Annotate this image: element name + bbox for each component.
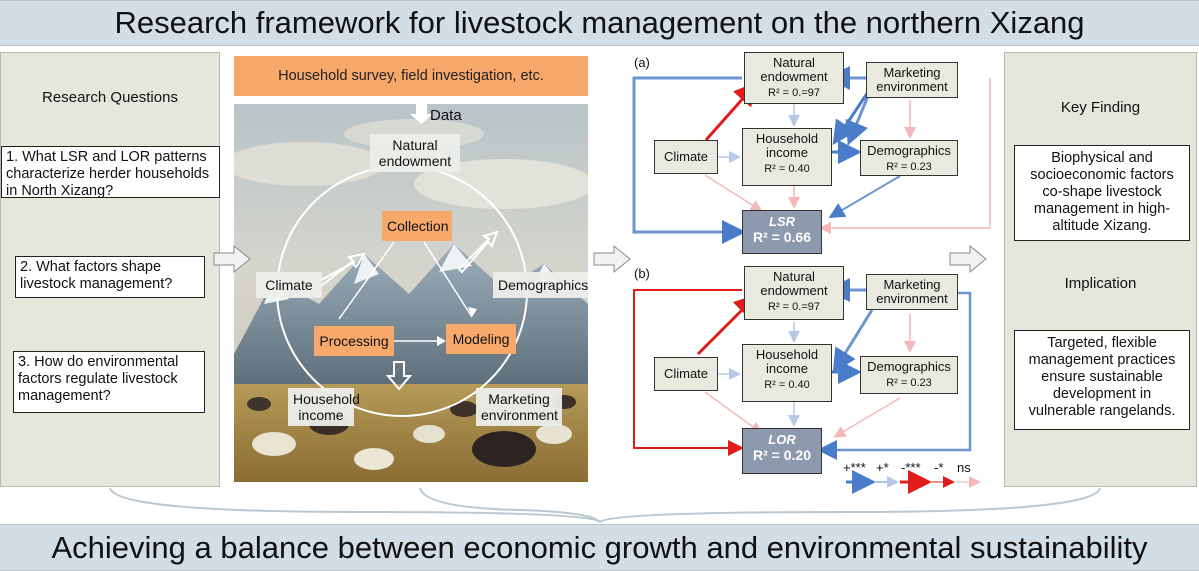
survey-bar: Household survey, field investigation, e…: [234, 56, 588, 96]
conclusion-banner: Achieving a balance between economic gro…: [0, 524, 1199, 571]
conclusion-text: Achieving a balance between economic gro…: [51, 529, 1148, 565]
key-finding-text: Biophysical and socioeconomic factors co…: [1014, 145, 1190, 241]
marketing-environment-name: Marketing environment: [876, 277, 948, 306]
legend-not-significant: ns: [957, 460, 971, 475]
demographics-name: Demographics: [867, 143, 951, 158]
framework-illustration: Data Natural endowment Collection Climat…: [234, 104, 588, 482]
lor-name: LOR: [768, 432, 796, 447]
climate-label: Climate: [256, 272, 322, 298]
node-demographics-b: Demographics R² = 0.23: [860, 356, 958, 394]
question-1: 1. What LSR and LOR patterns characteriz…: [1, 146, 220, 199]
question-2: 2. What factors shape livestock manageme…: [15, 256, 205, 298]
node-lsr: LSR R² = 0.66: [742, 210, 822, 254]
modeling-step: Modeling: [446, 324, 516, 354]
lor-r2: R² = 0.20: [753, 447, 811, 463]
household-income-name: Household income: [755, 347, 819, 376]
panel-a-label: (a): [634, 55, 650, 70]
legend-weak-positive: +*: [876, 460, 889, 475]
question-3: 3. How do environmental factors regulate…: [13, 351, 205, 413]
research-questions-panel: Research Questions 1. What LSR and LOR p…: [0, 52, 220, 487]
demographics-r2: R² = 0.23: [886, 161, 932, 173]
natural-endowment-label: Natural endowment: [370, 134, 460, 172]
node-household-income-a: Household income R² = 0.40: [742, 128, 832, 186]
collection-step: Collection: [382, 211, 452, 241]
household-income-name: Household income: [755, 131, 819, 160]
implication-text: Targeted, flexible management practices …: [1014, 330, 1190, 430]
node-lor: LOR R² = 0.20: [742, 428, 822, 474]
title-banner: Research framework for livestock managem…: [0, 0, 1199, 46]
climate-name: Climate: [663, 149, 709, 164]
implication-heading: Implication: [1064, 275, 1137, 292]
node-natural-endowment-a: Natural endowment R² = 0.=97: [744, 52, 844, 104]
household-income-r2: R² = 0.40: [764, 163, 810, 175]
natural-endowment-r2: R² = 0.=97: [768, 301, 820, 313]
lsr-name: LSR: [769, 214, 795, 229]
household-income-label: Household income: [288, 388, 360, 426]
natural-endowment-name: Natural endowment: [760, 55, 828, 84]
demographics-label: Demographics: [493, 272, 588, 298]
household-income-r2: R² = 0.40: [764, 379, 810, 391]
natural-endowment-name: Natural endowment: [760, 269, 828, 298]
marketing-environment-name: Marketing environment: [876, 65, 948, 94]
node-marketing-a: Marketing environment: [866, 62, 958, 98]
findings-panel: Key Finding Biophysical and socioeconomi…: [1004, 52, 1197, 487]
key-finding-heading: Key Finding: [1060, 99, 1141, 116]
climate-name: Climate: [663, 366, 709, 381]
lsr-r2: R² = 0.66: [753, 229, 811, 245]
natural-endowment-r2: R² = 0.=97: [768, 87, 820, 99]
demographics-r2: R² = 0.23: [886, 377, 932, 389]
node-demographics-a: Demographics R² = 0.23: [860, 140, 958, 176]
legend-weak-negative: -*: [934, 460, 944, 475]
survey-text: Household survey, field investigation, e…: [278, 68, 544, 84]
node-climate-a: Climate: [654, 140, 718, 174]
research-questions-heading: Research Questions: [42, 89, 178, 106]
legend-strong-positive: +***: [843, 460, 866, 475]
marketing-environment-label: Marketing environment: [476, 388, 562, 426]
panel-b-label: (b): [634, 266, 650, 281]
page-title: Research framework for livestock managem…: [114, 5, 1085, 40]
legend-strong-negative: -***: [901, 460, 921, 475]
node-natural-endowment-b: Natural endowment R² = 0.=97: [744, 266, 844, 320]
demographics-name: Demographics: [867, 359, 951, 374]
node-household-income-b: Household income R² = 0.40: [742, 344, 832, 402]
processing-step: Processing: [314, 326, 394, 356]
node-marketing-b: Marketing environment: [866, 274, 958, 310]
data-label: Data: [430, 107, 462, 124]
node-climate-b: Climate: [654, 357, 718, 391]
